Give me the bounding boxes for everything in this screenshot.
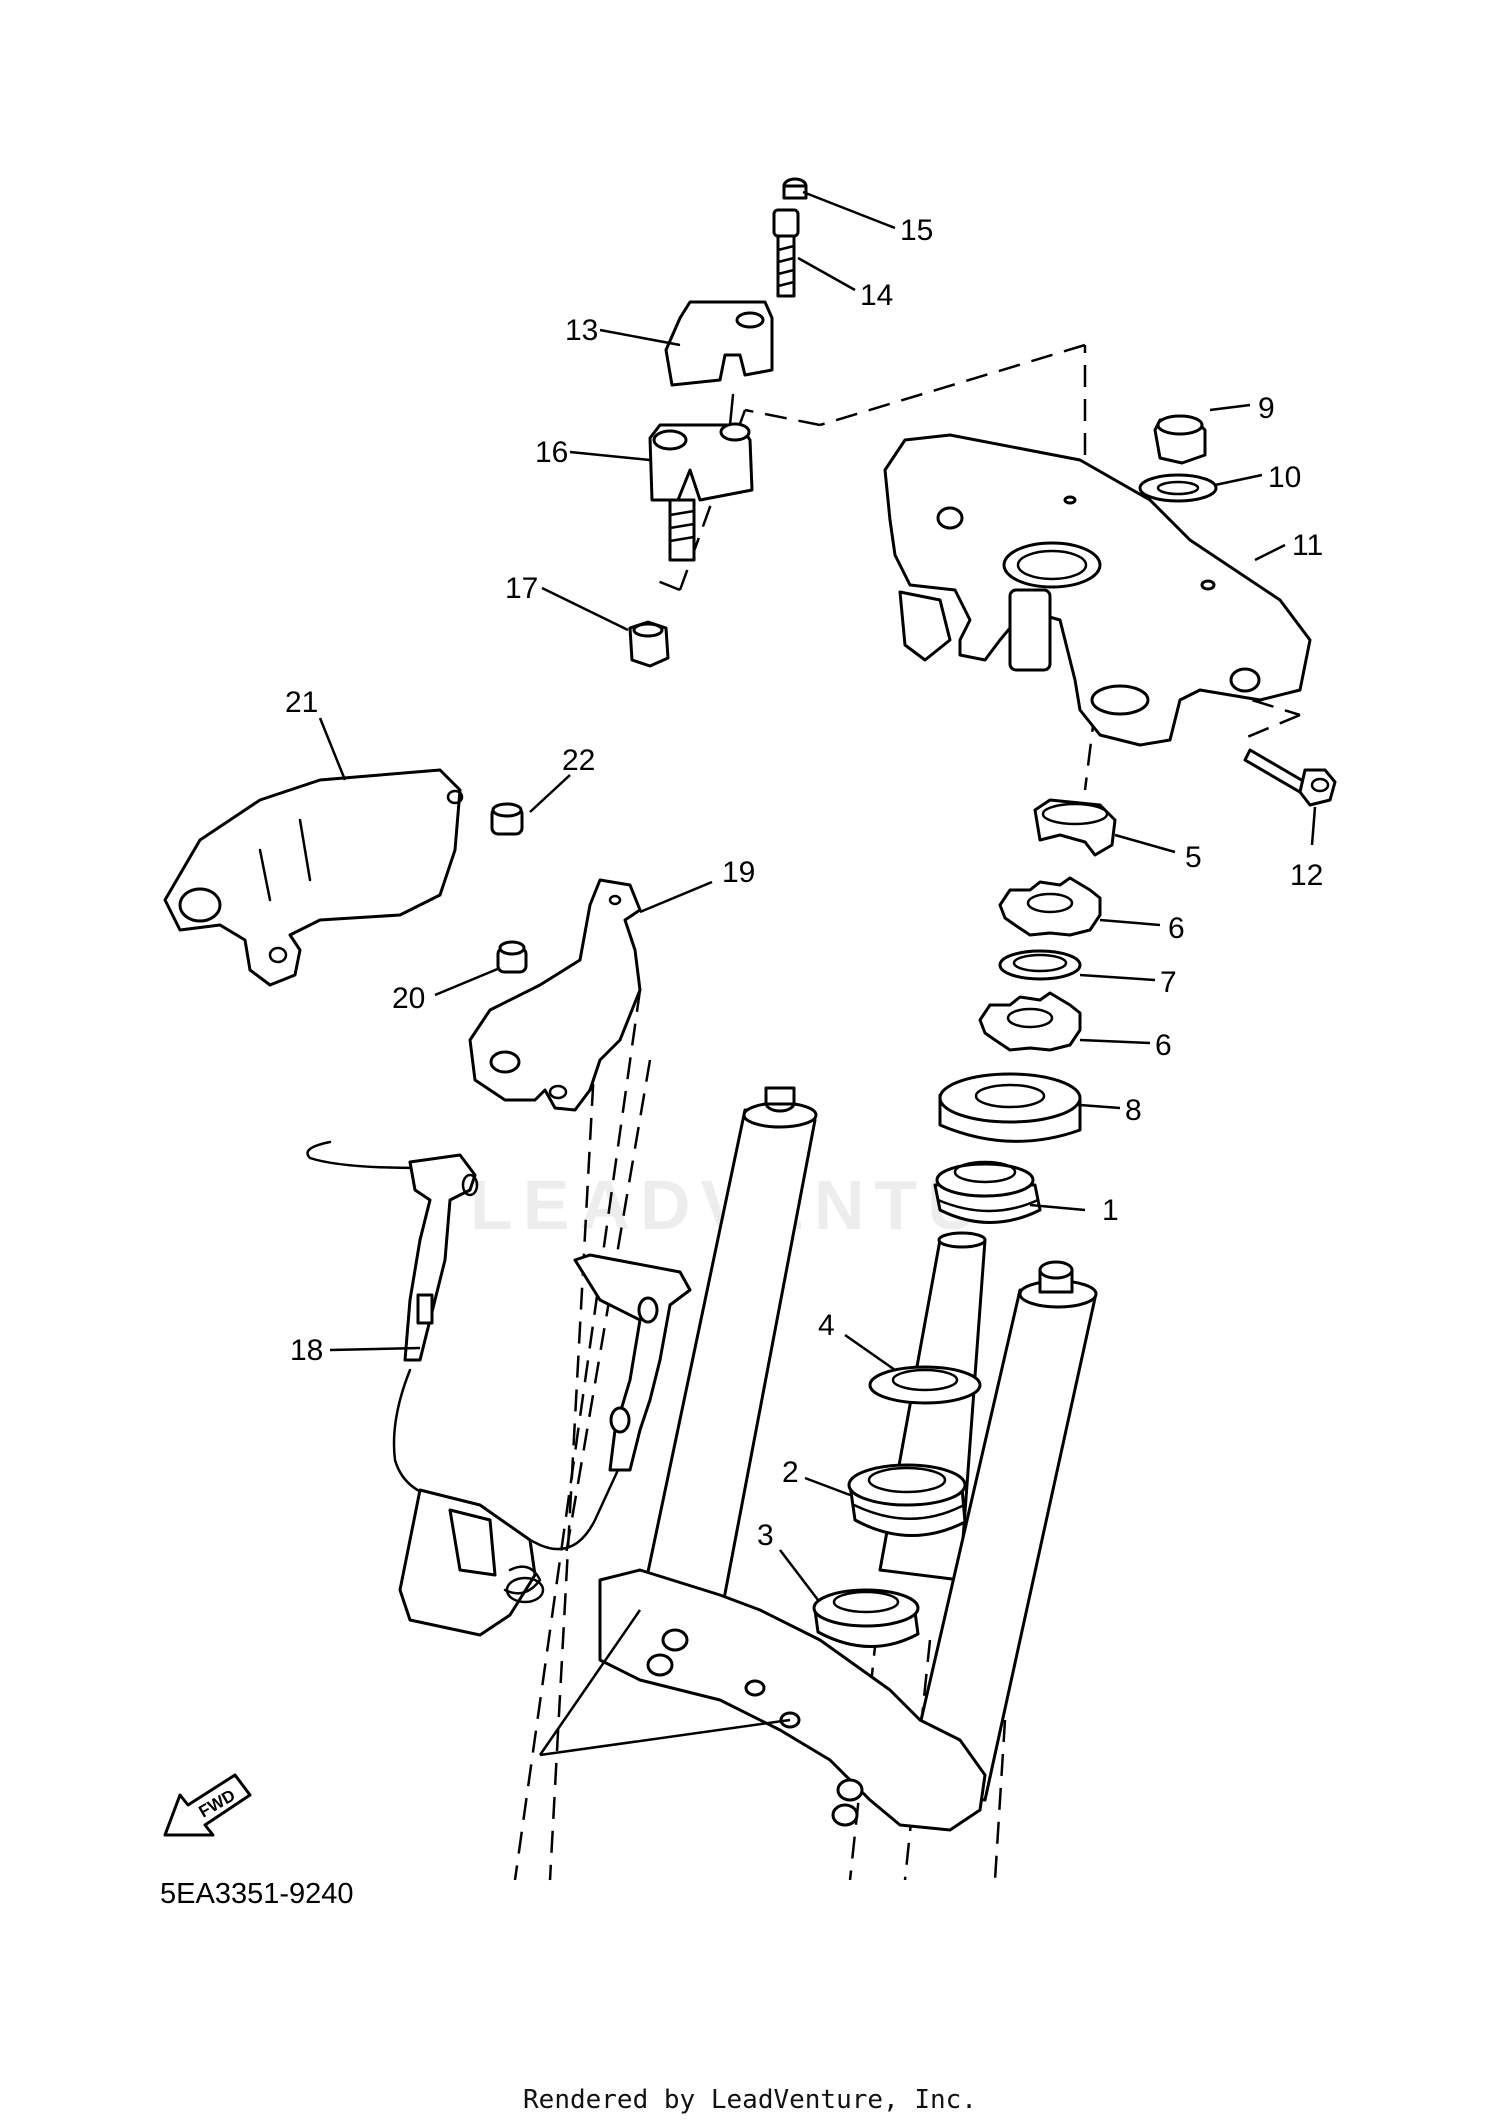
callout-6b: 6 — [1155, 1029, 1172, 1062]
part-13-upper-holder — [664, 300, 774, 427]
callout-10: 10 — [1268, 461, 1301, 494]
part-20-grommet — [496, 940, 528, 974]
callout-17: 17 — [505, 572, 538, 605]
part-3-lower-seal — [812, 1588, 920, 1648]
callout-22: 22 — [562, 744, 595, 777]
leader-lines — [318, 190, 1317, 1757]
part-21-bracket — [163, 768, 464, 987]
part-6-ring-nut-lower — [978, 991, 1082, 1052]
callout-13: 13 — [565, 314, 598, 347]
fork-tube-right — [903, 1260, 1098, 1802]
callout-19: 19 — [722, 856, 755, 889]
callout-16: 16 — [535, 436, 568, 469]
part-15-cap — [782, 177, 808, 200]
footer-credit: Rendered by LeadVenture, Inc. — [523, 2085, 977, 2115]
part-11-upper-bracket — [883, 433, 1312, 747]
part-6-ring-nut-upper — [998, 876, 1102, 937]
callout-11: 11 — [1292, 529, 1323, 562]
callout-6a: 6 — [1168, 912, 1185, 945]
part-19-bracket — [468, 878, 642, 1112]
part-2-lower-bearing — [847, 1463, 967, 1537]
part-9-cap-nut — [1153, 414, 1207, 465]
part-1-bearing — [933, 1160, 1042, 1224]
under-bracket — [598, 1568, 987, 1832]
part-7-washer — [998, 949, 1082, 981]
callout-4: 4 — [818, 1309, 835, 1342]
callout-18: 18 — [290, 1334, 323, 1367]
callout-3: 3 — [757, 1519, 774, 1552]
part-4-seal — [868, 1365, 982, 1405]
callout-12: 12 — [1290, 859, 1323, 892]
callout-20: 20 — [392, 982, 425, 1015]
part-5-collar — [1033, 798, 1117, 857]
diagram-reference-code: 5EA3351-9240 — [160, 1878, 354, 1910]
part-10-washer — [1138, 473, 1218, 503]
fork-tube-left — [638, 1086, 818, 1622]
fwd-arrow-icon: FWD — [163, 1773, 252, 1837]
callout-1: 1 — [1102, 1194, 1119, 1227]
part-8-dust-seal — [938, 1072, 1082, 1143]
part-17-nut — [628, 620, 670, 668]
callout-8: 8 — [1125, 1094, 1142, 1127]
part-12-bolt — [1243, 748, 1337, 807]
callout-7: 7 — [1160, 966, 1177, 999]
callout-15: 15 — [900, 214, 933, 247]
part-16-lower-holder — [648, 422, 754, 562]
callout-2: 2 — [782, 1456, 799, 1489]
part-22-grommet — [490, 802, 524, 836]
callout-5: 5 — [1185, 841, 1202, 874]
part-18-harness-bracket — [306, 1140, 692, 1637]
callouts: 15 14 13 16 17 9 10 11 12 5 6 7 6 8 1 4 … — [285, 214, 1323, 1552]
part-14-bolt — [772, 208, 800, 298]
callout-9: 9 — [1258, 392, 1275, 425]
callout-14: 14 — [860, 279, 893, 312]
callout-21: 21 — [285, 686, 318, 719]
